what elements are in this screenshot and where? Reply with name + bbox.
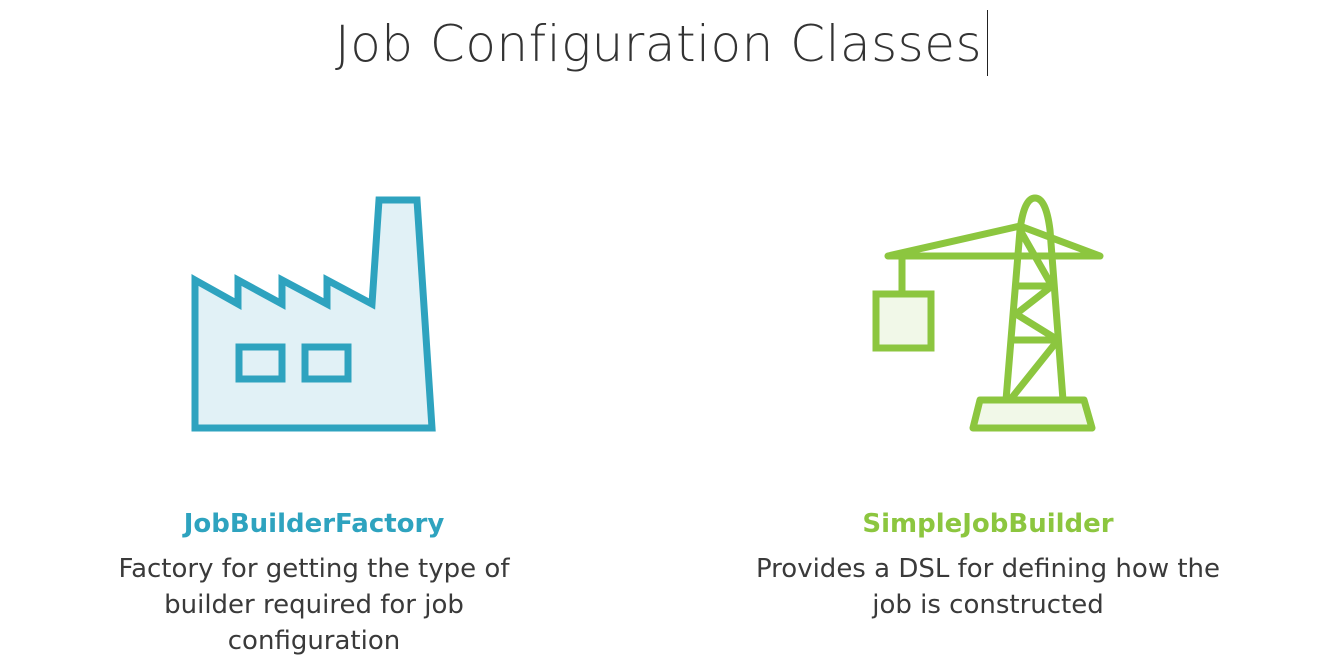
title-wrap: Job Configuration Classes bbox=[334, 8, 989, 80]
description-line: job is constructed bbox=[872, 590, 1104, 620]
card-heading: JobBuilderFactory bbox=[183, 509, 445, 539]
description-line: configuration bbox=[227, 626, 401, 656]
text-cursor bbox=[987, 10, 989, 76]
card-simple-job-builder: SimpleJobBuilder Provides a DSL for defi… bbox=[718, 0, 1258, 671]
description-line: Factory for getting the type of bbox=[118, 554, 510, 584]
crane-icon bbox=[718, 190, 1258, 440]
description-line: builder required for job bbox=[164, 590, 464, 620]
crane-load-box bbox=[872, 290, 935, 352]
description-line: Provides a DSL for defining how the bbox=[755, 554, 1221, 584]
crane-jib bbox=[884, 222, 1104, 260]
factory-window-right bbox=[301, 343, 352, 383]
card-description: Provides a DSL for defining how the job … bbox=[718, 551, 1258, 623]
crane-bracing bbox=[1006, 226, 1062, 404]
factory-icon bbox=[44, 190, 584, 440]
slide-title-container: Job Configuration Classes bbox=[0, 8, 1317, 80]
factory-building-shape bbox=[191, 196, 436, 432]
crane-tower-shape bbox=[1002, 194, 1067, 404]
factory-window-left bbox=[235, 343, 286, 383]
crane-base bbox=[969, 396, 1096, 432]
card-heading: SimpleJobBuilder bbox=[862, 509, 1114, 539]
card-job-builder-factory: JobBuilderFactory Factory for getting th… bbox=[44, 0, 584, 671]
slide-title: Job Configuration Classes bbox=[334, 15, 983, 73]
card-description: Factory for getting the type of builder … bbox=[44, 551, 584, 659]
